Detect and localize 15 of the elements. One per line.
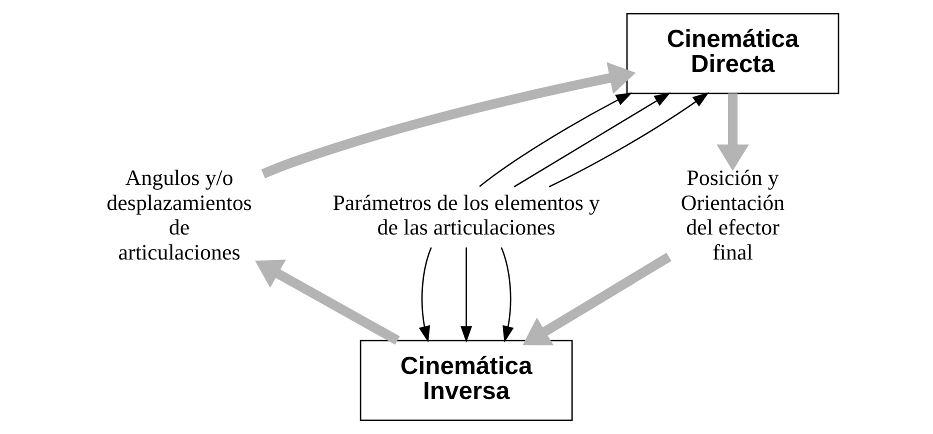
node-text: Parámetros de los elementos y de las articulaciones xyxy=(332,190,600,240)
arrow xyxy=(522,252,671,346)
arrow xyxy=(418,247,432,343)
arrow xyxy=(513,92,670,188)
arrow xyxy=(500,247,514,343)
arrow xyxy=(254,260,400,345)
node-text: Posición y Orientación del efector final xyxy=(680,165,784,264)
node-text: Angulos y/o desplazamientos de articulaciones xyxy=(106,165,252,264)
arrow xyxy=(260,62,636,178)
node-box: Cinemática Inversa xyxy=(359,340,572,421)
arrow xyxy=(460,247,472,343)
node-box: Cinemática Directa xyxy=(626,13,839,94)
arrow xyxy=(478,92,632,188)
arrow xyxy=(716,93,748,171)
arrow xyxy=(548,92,709,188)
